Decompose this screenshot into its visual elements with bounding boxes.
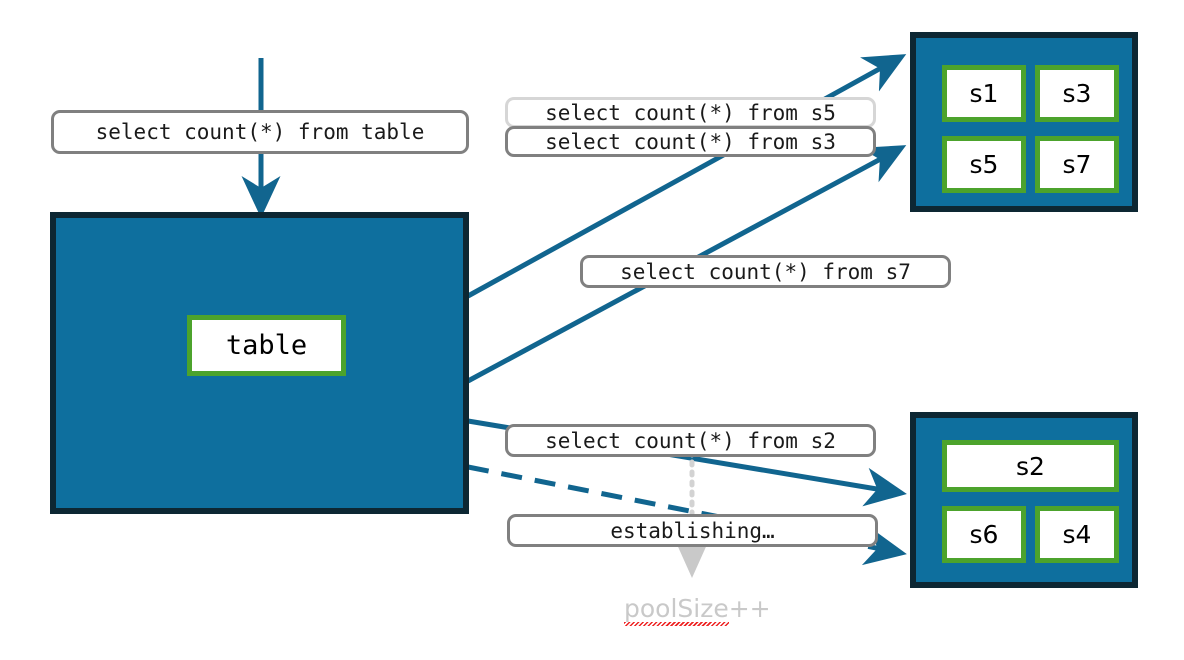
shard-s4[interactable]: s4 xyxy=(1035,506,1119,563)
shard-s3-label: s3 xyxy=(1062,79,1092,108)
query-pill-s5[interactable]: select count(*) from s5 xyxy=(505,97,876,128)
shard-s7-label: s7 xyxy=(1062,150,1092,179)
query-pill-root-label: select count(*) from table xyxy=(95,120,425,144)
shard-s1-label: s1 xyxy=(969,79,999,108)
query-pill-s2[interactable]: select count(*) from s2 xyxy=(505,424,876,457)
shard-s6-label: s6 xyxy=(969,520,999,549)
status-pill-establishing[interactable]: establishing… xyxy=(507,514,878,547)
wire-table-to-node-top-a xyxy=(466,54,907,299)
shard-node-bottom[interactable]: s2 s6 s4 xyxy=(910,412,1138,588)
table-shard-box[interactable]: table xyxy=(187,315,346,376)
query-pill-s5-label: select count(*) from s5 xyxy=(545,100,836,125)
shard-s5[interactable]: s5 xyxy=(942,136,1026,193)
poolsize-suffix: ++ xyxy=(728,594,771,623)
shard-s3[interactable]: s3 xyxy=(1035,65,1119,122)
status-pill-establishing-label: establishing… xyxy=(610,518,775,543)
shard-s2[interactable]: s2 xyxy=(942,440,1119,492)
shard-s2-label: s2 xyxy=(1016,451,1045,481)
query-pill-s7-label: select count(*) from s7 xyxy=(620,259,911,284)
poolsize-label: poolSize++ xyxy=(624,594,771,626)
query-pill-s7[interactable]: select count(*) from s7 xyxy=(580,255,951,288)
shard-s5-label: s5 xyxy=(969,150,999,179)
wire-table-to-node-bottom-dashed xyxy=(467,464,907,566)
shard-s7[interactable]: s7 xyxy=(1035,136,1119,193)
shard-node-top[interactable]: s1 s3 s5 s7 xyxy=(910,32,1138,212)
query-pill-root[interactable]: select count(*) from table xyxy=(51,110,469,154)
query-pill-s3-label: select count(*) from s3 xyxy=(545,129,836,154)
query-pill-s3[interactable]: select count(*) from s3 xyxy=(505,126,876,157)
table-shard-label: table xyxy=(225,330,308,361)
shard-s4-label: s4 xyxy=(1062,520,1092,549)
table-node[interactable]: table xyxy=(50,212,469,514)
shard-s6[interactable]: s6 xyxy=(942,506,1026,563)
poolsize-word: poolSize xyxy=(624,594,729,626)
query-pill-s2-label: select count(*) from s2 xyxy=(545,428,836,453)
shard-s1[interactable]: s1 xyxy=(942,65,1026,122)
